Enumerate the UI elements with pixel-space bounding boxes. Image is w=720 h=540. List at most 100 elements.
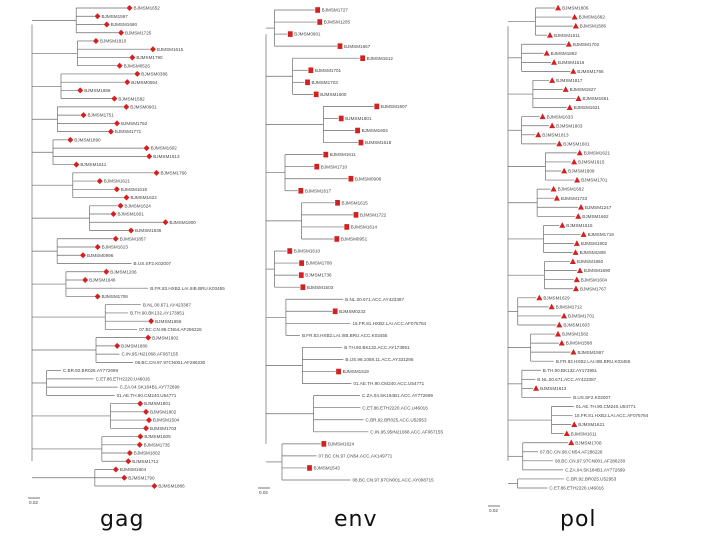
taxon-label: BJMSM1615 <box>342 200 369 205</box>
sample-marker-icon <box>137 400 144 407</box>
taxon-label: BJMSM1614 <box>351 225 378 230</box>
taxon-label: BJMSM1810 <box>100 39 127 44</box>
sample-marker-icon <box>113 120 120 127</box>
sample-marker-icon <box>565 41 572 47</box>
sample-marker-icon <box>548 303 555 310</box>
taxon-label: BJMSM1610 <box>294 249 321 254</box>
taxon-label: BJMSM1801 <box>345 116 372 121</box>
sample-marker-icon <box>128 227 135 234</box>
sample-marker-icon <box>568 439 575 446</box>
taxon-label: BJMSM1808 <box>580 250 607 255</box>
taxon-label: BJMSM1836 <box>135 228 162 233</box>
taxon-label: BJMSM1702 <box>573 42 600 47</box>
taxon-label: BJMSM1682 <box>579 15 606 20</box>
sample-marker-icon <box>73 161 80 168</box>
sample-marker-icon <box>110 211 117 218</box>
taxon-label: C.ZA.04.SK164B1.AY772699 <box>565 467 625 472</box>
sample-marker-icon <box>543 50 550 56</box>
sample-marker-icon <box>118 29 125 36</box>
sample-marker-icon <box>533 385 540 391</box>
sample-marker-icon <box>117 202 124 209</box>
taxon-label: BJMSM1613 <box>540 386 567 391</box>
taxon-label: BJMSM1712 <box>556 304 583 309</box>
sample-marker-icon <box>571 421 578 428</box>
sample-marker-icon <box>134 70 141 77</box>
taxon-label: BJMSM1206 <box>110 269 137 274</box>
sample-marker-icon <box>344 224 350 230</box>
taxon-label: BJMSM1602 <box>151 146 178 151</box>
taxon-label: 01.AE.TH.90.CM240.ACC.U54771 <box>353 381 424 386</box>
sample-marker-icon <box>114 342 121 349</box>
sample-marker-icon <box>572 22 579 29</box>
taxon-label: BJMSM1622 <box>130 195 157 200</box>
taxon-label: BJMSM1890 <box>74 137 101 142</box>
sample-marker-icon <box>308 67 314 74</box>
sample-marker-icon <box>96 178 103 185</box>
sample-marker-icon <box>336 368 341 375</box>
sample-marker-icon <box>137 433 144 440</box>
sample-marker-icon <box>300 284 306 290</box>
taxon-label: 08.BC.CN.97.97CN001.ACC.AY008715 <box>352 478 434 483</box>
taxon-label: B.US.98.1058.11.ACC.AY331295 <box>345 357 413 362</box>
taxon-label: BJMSM1727 <box>322 8 349 13</box>
sample-marker-icon <box>576 267 583 274</box>
sample-marker-icon <box>576 149 583 156</box>
sample-marker-icon <box>287 31 293 37</box>
pol-panel-title: pol <box>560 507 597 532</box>
taxon-label: 01.AE.TH.90.CM240.U54771 <box>117 393 177 398</box>
taxon-label: BJMSM1736 <box>305 273 332 278</box>
taxon-label: BJMSM0951 <box>341 237 368 242</box>
taxon-label: BJMSM0906 <box>355 176 382 181</box>
taxon-label: BJMSM1621 <box>574 105 601 110</box>
sample-marker-icon <box>550 185 557 192</box>
sample-marker-icon <box>67 136 74 143</box>
sample-marker-icon <box>355 127 360 134</box>
taxon-label: B.NL.00.671.ACC.AY423387 <box>345 297 404 302</box>
taxon-label: B.TH.90.BK132.AY173951 <box>130 311 185 316</box>
sample-marker-icon <box>123 103 130 110</box>
sample-marker-icon <box>556 321 563 328</box>
taxon-label: BJMSM1802 <box>134 451 161 456</box>
sample-marker-icon <box>334 236 340 242</box>
taxon-label: 08.BC.CN.97.97CN001.AF286230 <box>555 458 626 463</box>
env-panel-title: env <box>334 507 378 532</box>
taxon-label: BJMSM1624 <box>328 441 355 446</box>
taxon-label: BJMSM1624 <box>125 203 152 208</box>
taxon-label: BJMSM1771 <box>115 129 142 134</box>
sample-marker-icon <box>315 7 321 13</box>
taxon-label: BJMSM1766 <box>577 69 604 74</box>
taxon-label: BJMSM1762 <box>121 121 148 126</box>
sample-marker-icon <box>572 249 579 255</box>
taxon-label: B.TH.90.BK132.AY173951 <box>543 368 598 373</box>
taxon-label: BJMSM1588 <box>566 341 593 346</box>
sample-marker-icon <box>561 167 568 174</box>
taxon-label: BJMSM1712 <box>132 459 159 464</box>
sample-marker-icon <box>360 55 366 62</box>
gag-tree: BJMSM1652BJMSM1597BJMSM1690BJMSM1725BJMS… <box>28 5 225 505</box>
taxon-label: BJMSM0386 <box>141 72 168 77</box>
sample-marker-icon <box>113 186 120 193</box>
taxon-label: BJMSM1860 <box>577 259 604 264</box>
taxon-label: 07.BC.CN.97.CN54.ACC.AX149771 <box>319 453 393 458</box>
taxon-label: BJMSM1612 <box>367 56 394 61</box>
sample-marker-icon <box>573 240 580 246</box>
taxon-label: C.ZA.04.SK164B1.AY772699 <box>120 385 180 390</box>
sample-marker-icon <box>111 95 118 102</box>
sample-marker-icon <box>555 330 562 337</box>
sample-marker-icon <box>94 293 101 300</box>
taxon-label: BJMSM1708 <box>575 440 602 445</box>
taxon-label: BJMSM1597 <box>577 350 604 355</box>
taxon-label: BJMSM1790 <box>136 55 163 60</box>
sample-marker-icon <box>112 466 119 473</box>
scale-bar-label: 0.02 <box>29 500 38 505</box>
sample-marker-icon <box>148 318 155 325</box>
taxon-label: BJMSM1890 <box>584 268 611 273</box>
sample-marker-icon <box>145 334 152 341</box>
taxon-label: BJMSM1882 <box>551 51 578 56</box>
taxon-label: BJMSM1617 <box>305 188 332 193</box>
sample-marker-icon <box>299 260 305 266</box>
taxon-label: BJMSM1701 <box>315 68 342 73</box>
sample-marker-icon <box>151 483 158 489</box>
taxon-label: 15.FR.81.HXB2.LAI.ACC.AF075784 <box>574 413 648 418</box>
taxon-label: BJMSM1790 <box>128 475 155 480</box>
